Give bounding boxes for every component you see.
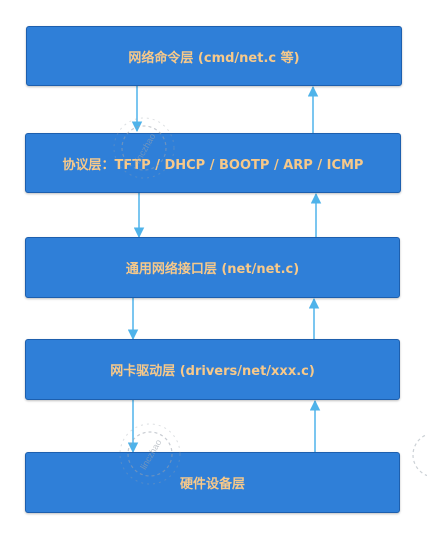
watermark-stamp-partial (412, 433, 427, 477)
layer-nic-driver: 网卡驱动层 (drivers/net/xxx.c) (25, 339, 400, 400)
watermark-stamp: linczhao (119, 423, 181, 485)
layer-network-commands: 网络命令层 (cmd/net.c 等) (26, 26, 402, 86)
layer-label: 硬件设备层 (179, 477, 245, 492)
watermark-stamp: linczhao (113, 117, 175, 179)
layer-label: 网络命令层 (cmd/net.c 等) (128, 50, 300, 66)
layer-label: 协议层：TFTP / DHCP / BOOTP / ARP / ICMP (62, 157, 364, 173)
layer-protocols: 协议层：TFTP / DHCP / BOOTP / ARP / ICMP (25, 133, 401, 193)
layer-hardware-device: 硬件设备层 (25, 452, 400, 513)
svg-text:linczhao: linczhao (138, 438, 163, 472)
layer-label: 网卡驱动层 (drivers/net/xxx.c) (110, 364, 315, 379)
svg-text:linczhao: linczhao (132, 132, 157, 166)
layer-label: 通用网络接口层 (net/net.c) (125, 262, 300, 277)
layer-generic-network-interface: 通用网络接口层 (net/net.c) (25, 237, 400, 298)
